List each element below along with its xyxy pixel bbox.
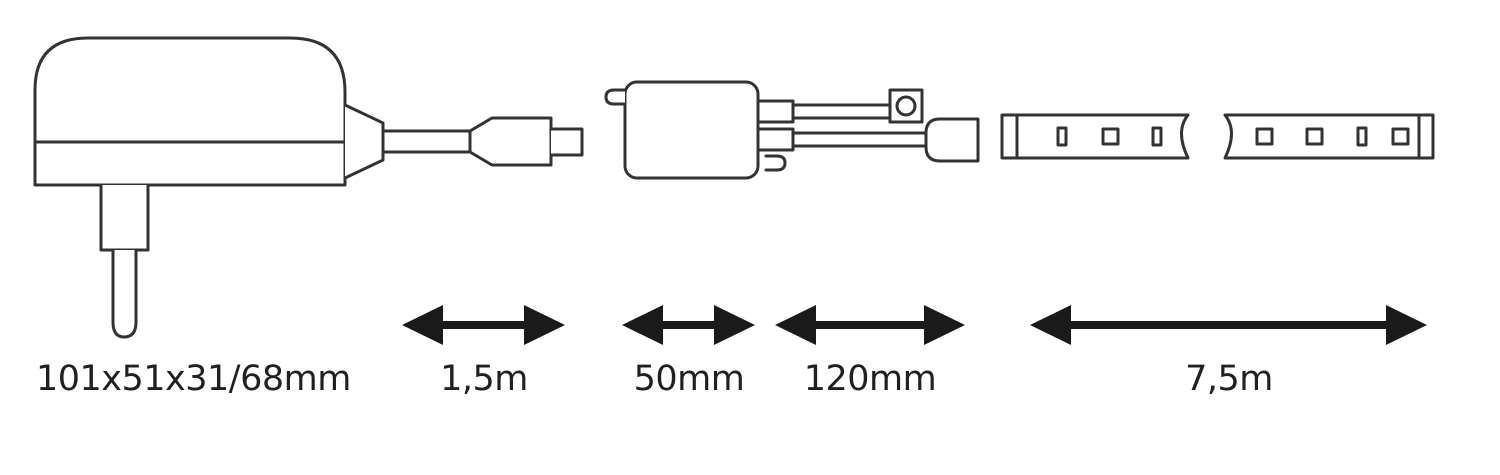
controller-relief-lower [756, 127, 795, 152]
label-adapter-dimensions: 101x51x31/68mm [36, 359, 351, 399]
controller-cables-drawing [791, 88, 980, 163]
label-adapter-cable-length: 1,5m [440, 359, 528, 399]
label-strip-length: 7,5m [1185, 359, 1273, 399]
barrel-connector-tip [549, 127, 584, 157]
controller-relief-upper [756, 99, 795, 124]
led-mark-square [1305, 127, 1324, 146]
adapter-plug-prong [111, 248, 138, 339]
label-controller-width: 50mm [633, 359, 745, 399]
led-mark-narrow [1151, 126, 1163, 147]
led-strip-right-body [1223, 113, 1435, 160]
led-mark-square [1101, 127, 1120, 146]
output-connector [924, 117, 980, 163]
led-strip-left-drawing [1000, 113, 1190, 160]
led-mark-square [1255, 127, 1274, 146]
adapter-body [33, 36, 347, 187]
controller-body [623, 80, 760, 180]
controller-drawing [604, 80, 795, 180]
arrow-controller-cable [775, 305, 965, 345]
led-mark-narrow [1056, 126, 1068, 147]
barrel-connector-body [468, 116, 553, 167]
led-mark-square [1391, 127, 1410, 146]
controller-tab-bottom [764, 154, 787, 172]
arrow-strip [1030, 305, 1427, 345]
led-strip-left-body [1000, 113, 1190, 160]
led-strip-right-drawing [1223, 113, 1435, 160]
controller-tab-left [604, 88, 627, 106]
label-controller-cable-length: 120mm [803, 359, 937, 399]
adapter-strain-relief [343, 103, 385, 180]
sensor-module-button [895, 95, 917, 117]
led-mark-narrow [1356, 126, 1368, 147]
arrow-controller [622, 305, 755, 345]
adapter-plug-base [99, 183, 150, 252]
arrow-adapter-cable [402, 305, 565, 345]
adapter-cable-drawing [381, 116, 584, 167]
power-adapter-drawing [33, 36, 385, 339]
dimension-arrows [402, 305, 1427, 345]
